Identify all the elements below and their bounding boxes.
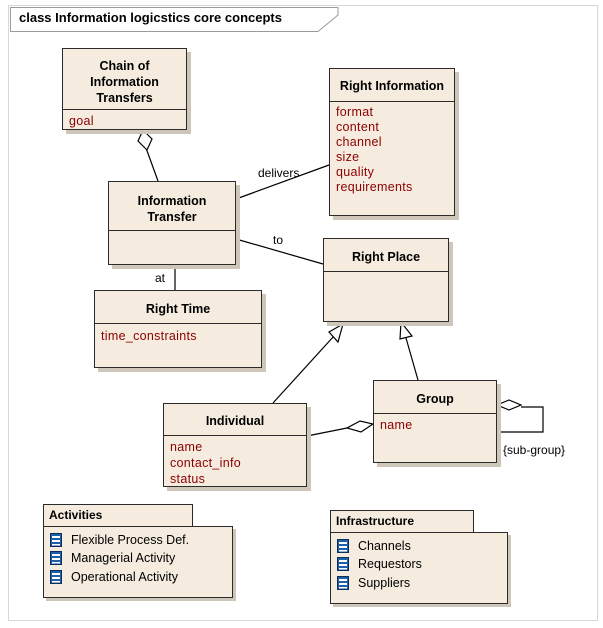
package-activities-tab: Activities (43, 504, 193, 527)
class-right-place[interactable]: Right Place (323, 238, 449, 322)
class-right-information[interactable]: Right Information format content channel… (329, 68, 455, 216)
at-label: at (155, 271, 166, 285)
diagram-frame (8, 5, 598, 621)
compartment-divider (330, 101, 454, 102)
to-association-line (235, 238, 324, 265)
package-infrastructure-tab: Infrastructure (330, 510, 474, 533)
class-name-line: Information (137, 194, 207, 208)
class-name-line: Transfers (96, 91, 153, 105)
infrastructure-icon (337, 576, 349, 590)
activity-icon (50, 533, 62, 547)
group-generalization-arrow (399, 320, 414, 340)
package-item-label: Operational Activity (71, 570, 178, 584)
individual-group-aggregation-line (306, 427, 348, 437)
delivers-association-line (235, 164, 330, 200)
class-name-line: Information (90, 75, 159, 89)
diagram-title: class Information logicstics core concep… (19, 10, 282, 25)
package-item-flexible-process-def[interactable]: Flexible Process Def. (50, 531, 189, 549)
class-chain-of-information-transfers[interactable]: Chain of Information Transfers goal (62, 48, 187, 130)
to-label: to (273, 233, 284, 247)
sub-group-label: {sub-group} (503, 443, 566, 457)
attribute-contact-info: contact_info (170, 456, 242, 470)
attribute-content: content (336, 120, 380, 134)
class-name: Right Time (145, 302, 211, 316)
class-group[interactable]: Group name (373, 380, 497, 463)
attribute-size: size (336, 150, 360, 164)
sub-group-loop-line (497, 406, 544, 433)
class-information-transfer[interactable]: Information Transfer (108, 181, 236, 265)
package-item-label: Requestors (358, 557, 422, 571)
package-item-label: Suppliers (358, 576, 411, 590)
class-name: Individual (205, 414, 265, 428)
activity-icon (50, 570, 62, 584)
infrastructure-icon (337, 539, 349, 553)
class-name: Group (416, 392, 454, 406)
delivers-label: delivers (258, 166, 300, 180)
package-item-label: Flexible Process Def. (71, 533, 190, 547)
compartment-divider (95, 323, 261, 324)
class-right-time[interactable]: Right Time time_constraints (94, 290, 262, 368)
class-individual[interactable]: Individual name contact_info status (163, 403, 307, 487)
attribute-format: format (336, 105, 374, 119)
package-item-label: Channels (358, 539, 411, 553)
attribute-name: name (170, 440, 203, 454)
attribute-channel: channel (336, 135, 382, 149)
attribute-quality: quality (336, 165, 375, 179)
class-name-line: Chain of (99, 59, 150, 73)
package-item-requestors[interactable]: Requestors (337, 555, 422, 573)
compartment-divider (164, 435, 306, 436)
package-activities[interactable]: Flexible Process Def. Managerial Activit… (43, 526, 233, 598)
chain-aggregation-diamond (137, 128, 153, 152)
compartment-divider (63, 109, 186, 110)
package-infrastructure[interactable]: Channels Requestors Suppliers (330, 532, 508, 604)
compartment-divider (324, 271, 448, 272)
diagram-title-tab (10, 7, 339, 32)
compartment-divider (109, 230, 235, 231)
package-item-managerial-activity[interactable]: Managerial Activity (50, 549, 175, 567)
individual-generalization-line (272, 335, 335, 404)
class-name: Right Information (339, 79, 445, 93)
chain-transfer-aggregation-line (145, 147, 159, 182)
sub-group-diamond (495, 399, 523, 411)
attribute-name: name (380, 418, 413, 432)
individual-generalization-arrow (328, 322, 344, 344)
class-name-line: Transfer (147, 210, 197, 224)
group-aggregation-diamond (345, 420, 375, 433)
package-item-suppliers[interactable]: Suppliers (337, 574, 410, 592)
compartment-divider (374, 413, 496, 414)
class-name: Right Place (351, 250, 421, 264)
attribute-status: status (170, 472, 206, 486)
infrastructure-icon (337, 557, 349, 571)
attribute-requirements: requirements (336, 180, 413, 194)
group-generalization-line (405, 337, 419, 381)
package-item-operational-activity[interactable]: Operational Activity (50, 568, 178, 586)
package-item-label: Managerial Activity (71, 551, 176, 565)
activity-icon (50, 551, 62, 565)
attribute-goal: goal (69, 114, 94, 128)
attribute-time-constraints: time_constraints (101, 329, 197, 343)
package-item-channels[interactable]: Channels (337, 537, 411, 555)
